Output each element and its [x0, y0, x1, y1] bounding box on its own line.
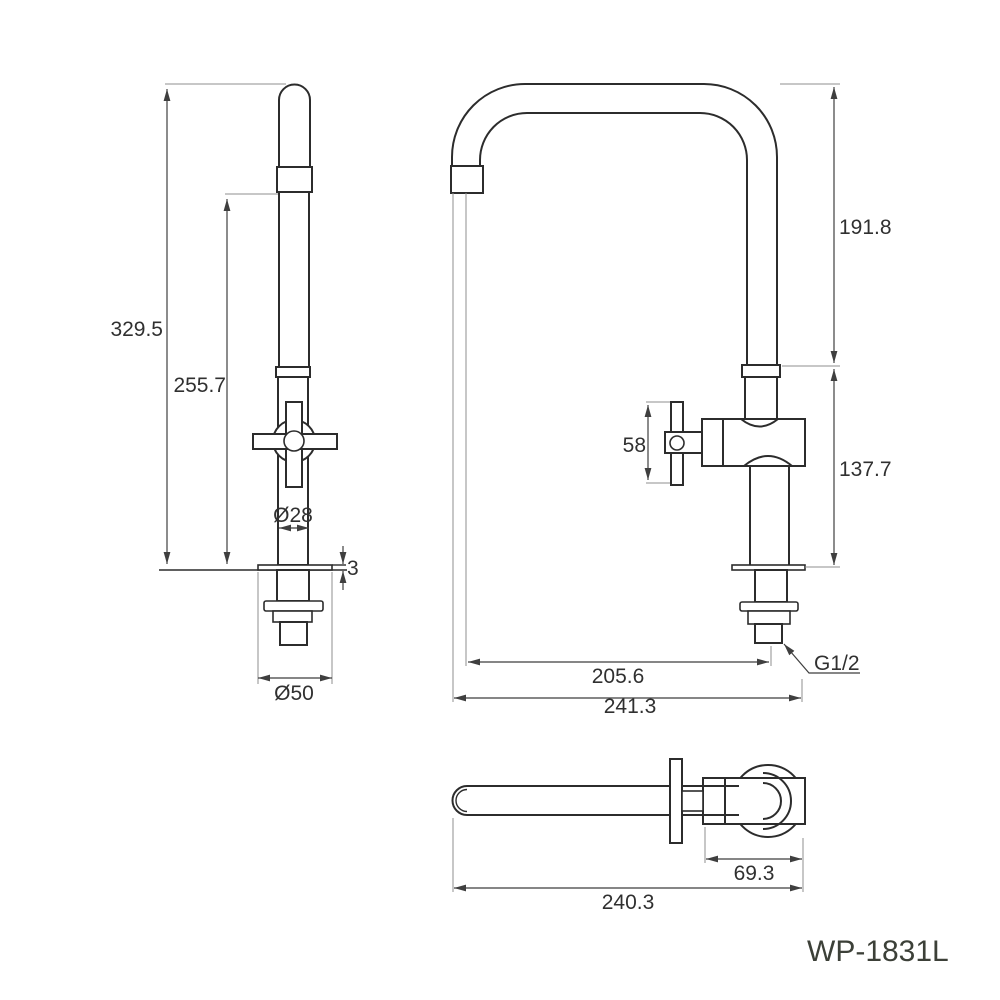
lock-nut [272, 610, 313, 623]
upper-tube [278, 191, 310, 369]
bend-inner-arc [762, 782, 782, 820]
spout-inner-contour [479, 112, 748, 365]
front-view: 329.5 255.7 Ø28 3 Ø50 [110, 83, 359, 705]
lower-joint-fillet [743, 455, 793, 467]
dim-label-overall-height: 329.5 [110, 318, 163, 341]
handle-center-cap [283, 430, 305, 452]
dim-label-handle-length: 58 [623, 434, 646, 457]
valve-body [701, 418, 806, 467]
dim-label-thread-size: G1/2 [814, 652, 860, 675]
handle-bar-plan [669, 758, 683, 844]
tube-end-cap-inner [455, 788, 468, 813]
model-number-label: WP-1831L [807, 935, 949, 968]
thread-tail-side [754, 623, 783, 644]
mounting-shank [276, 569, 310, 602]
shank-side [754, 569, 788, 603]
valve-body-plan [702, 777, 806, 825]
dim-label-upper-spout-height: 255.7 [173, 374, 226, 397]
tube-end-cap-outer [451, 785, 468, 816]
riser-tube [744, 376, 778, 420]
lock-washer [263, 600, 324, 612]
bend-outer-arc [762, 772, 792, 830]
top-view: 69.3 240.3 [451, 758, 806, 914]
dim-label-overall-length: 240.3 [602, 891, 655, 914]
dim-label-overall-depth: 241.3 [604, 695, 657, 718]
spout-tip-cap [278, 83, 311, 168]
leader-line-thread [783, 643, 860, 674]
thread-tail [279, 621, 308, 646]
dim-label-body-length: 69.3 [734, 862, 775, 885]
handle-screw-circle [669, 435, 685, 451]
dim-label-body-height: 137.7 [839, 458, 892, 481]
spout-outer-contour [451, 83, 778, 365]
dim-label-deck-thickness: 3 [347, 557, 359, 580]
body-collar [275, 366, 311, 378]
side-view: 191.8 58 137.7 205.6 G1/2 241.3 [450, 83, 892, 718]
nut-side [747, 610, 791, 625]
dim-label-spout-rise: 191.8 [839, 216, 892, 239]
aerator-collar [276, 166, 313, 193]
dim-label-body-diameter: Ø28 [273, 504, 313, 527]
dim-label-base-diameter: Ø50 [274, 682, 314, 705]
handle-stem-plan [681, 790, 704, 812]
dim-label-spout-reach: 205.6 [592, 665, 645, 688]
spout-base-collar [741, 364, 781, 378]
aerator-block [450, 165, 484, 194]
upper-joint-fillet [740, 418, 779, 428]
washer-side [739, 601, 799, 612]
